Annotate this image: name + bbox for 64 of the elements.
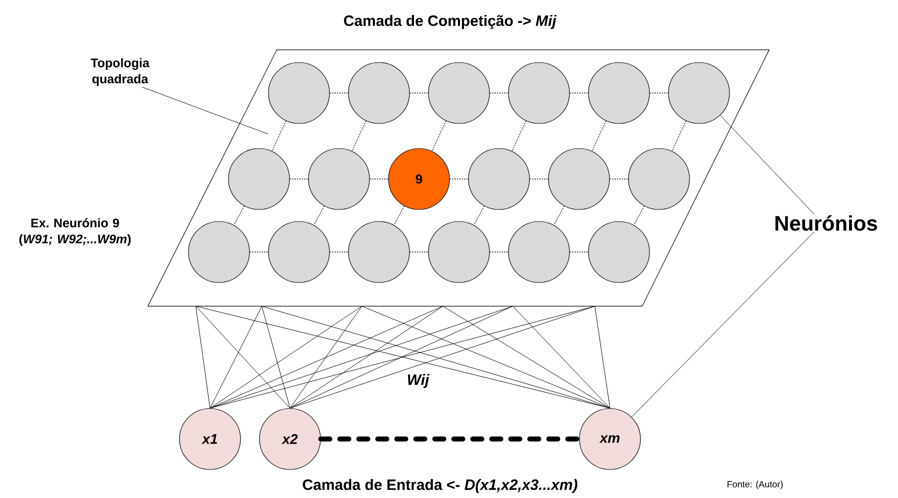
leader-line	[631, 232, 814, 418]
grid-link	[409, 92, 429, 94]
leader-line	[720, 115, 814, 214]
connection-line	[210, 306, 362, 408]
grid-link	[352, 120, 366, 152]
weight-label: Wij	[408, 374, 430, 388]
grid-link	[393, 206, 405, 226]
neuron-circle	[308, 148, 370, 210]
grid-link	[672, 120, 686, 152]
connection-line	[210, 306, 514, 408]
grid-link	[553, 206, 565, 226]
grid-link	[329, 92, 349, 94]
connection-line	[362, 306, 610, 408]
grid-link	[289, 178, 309, 180]
neuron-circle	[668, 62, 730, 124]
neuron-circle	[428, 221, 490, 283]
neuron-circle	[588, 62, 650, 124]
grid-link	[569, 92, 589, 94]
connection-line	[210, 306, 444, 408]
grid-link	[512, 120, 526, 152]
layer-title: Camada de Competição -> Mij	[344, 15, 557, 29]
connection-line	[512, 306, 610, 408]
neuron-circle	[428, 62, 490, 124]
leader-line	[142, 86, 268, 134]
annotation-text: Topologia quadrada	[90, 58, 150, 86]
caption-text: Camada de Entrada <- D(x1,x2,x3...xm)	[302, 479, 578, 493]
grid-link	[233, 206, 245, 226]
connection-line	[594, 306, 610, 408]
neuron-circle	[228, 148, 290, 210]
connection-line	[290, 306, 444, 408]
grid-link	[592, 120, 606, 152]
neuron-circle	[188, 221, 250, 283]
grid-link	[318, 436, 582, 442]
connection-line	[442, 306, 610, 408]
grid-link	[313, 206, 325, 226]
neuron-circle	[508, 221, 570, 283]
neuron-circle	[588, 221, 650, 283]
grid-link	[649, 92, 669, 94]
neuron-circle	[348, 62, 410, 124]
neuron-circle	[268, 62, 330, 124]
connection-line	[196, 306, 210, 408]
grid-link	[489, 92, 509, 94]
grid-link	[449, 178, 469, 180]
neuron-circle	[628, 148, 690, 210]
source-note: Fonte: (Autor)	[728, 480, 783, 490]
neuron-circle	[548, 148, 610, 210]
connection-line	[210, 306, 262, 408]
neuron-circle	[348, 221, 410, 283]
connection-line	[290, 306, 514, 408]
grid-link	[369, 178, 389, 180]
connection-line	[262, 306, 290, 408]
connection-line	[290, 306, 362, 408]
grid-link	[272, 120, 286, 152]
neuron-circle	[268, 221, 330, 283]
grid-link	[609, 178, 629, 180]
neuron-circle	[468, 148, 530, 210]
grid-link	[633, 206, 645, 226]
example-note: Ex. Neurónio 9 (W91; W92;...W9m)	[19, 218, 131, 246]
neuron-circle	[508, 62, 570, 124]
connection-line	[196, 306, 290, 408]
annotation-text: Neurónios	[775, 215, 878, 231]
grid-link	[529, 178, 549, 180]
grid-link	[432, 120, 446, 152]
grid-link	[473, 206, 485, 226]
